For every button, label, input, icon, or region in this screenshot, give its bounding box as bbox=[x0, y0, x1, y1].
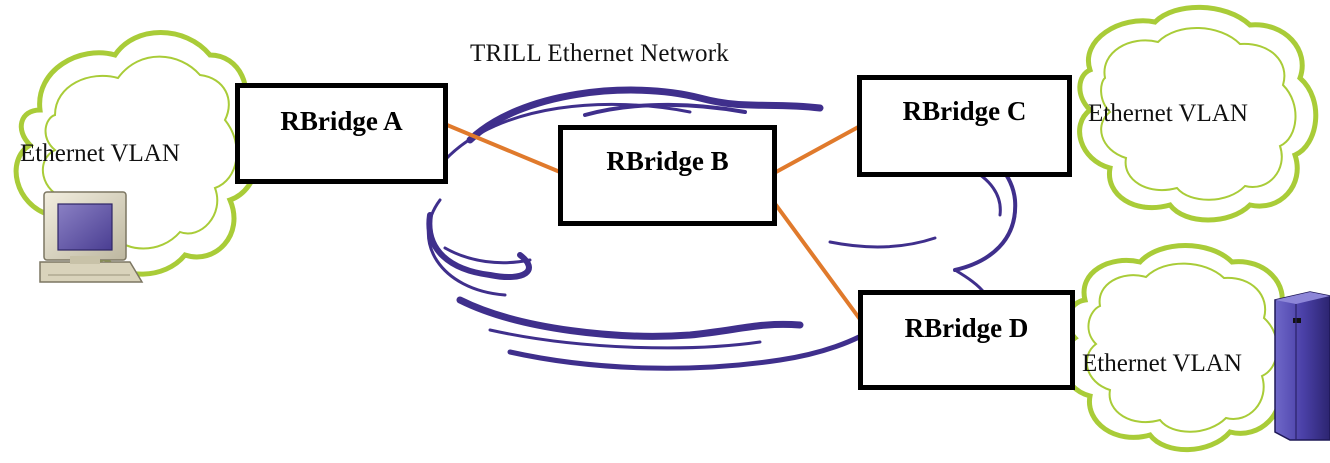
desktop-computer-icon bbox=[39, 191, 144, 283]
vlan-cloud-left bbox=[13, 30, 261, 277]
link-lines bbox=[445, 123, 864, 324]
link-a-b bbox=[445, 123, 562, 174]
vlan-cloud-right-top bbox=[1077, 4, 1319, 223]
network-title: TRILL Ethernet Network bbox=[470, 40, 729, 67]
rbridge-d[interactable]: RBridge D bbox=[858, 290, 1075, 390]
rbridge-b[interactable]: RBridge B bbox=[558, 125, 777, 226]
rbridge-b-label: RBridge B bbox=[606, 146, 729, 176]
server-tower-icon bbox=[1274, 291, 1330, 441]
rbridge-c-label: RBridge C bbox=[902, 96, 1027, 126]
vlan-label-left: Ethernet VLAN bbox=[20, 140, 180, 167]
link-b-d bbox=[774, 203, 864, 324]
vlan-label-right-bottom: Ethernet VLAN bbox=[1082, 350, 1242, 377]
rbridge-a[interactable]: RBridge A bbox=[235, 83, 448, 184]
link-b-c bbox=[774, 123, 864, 174]
vlan-label-right-top: Ethernet VLAN bbox=[1088, 100, 1248, 127]
trill-network-cloud bbox=[426, 86, 1018, 371]
vlan-cloud-right-bottom bbox=[1060, 243, 1300, 453]
rbridge-a-label: RBridge A bbox=[280, 106, 403, 136]
rbridge-d-label: RBridge D bbox=[904, 313, 1029, 343]
rbridge-c[interactable]: RBridge C bbox=[857, 75, 1072, 177]
